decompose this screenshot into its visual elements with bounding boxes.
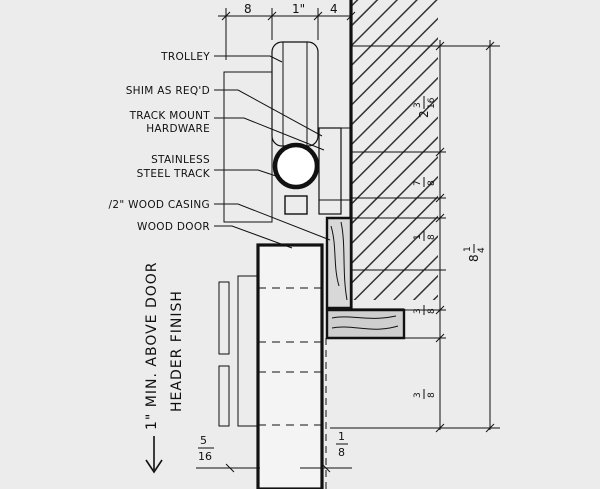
wood-casing xyxy=(325,216,406,340)
dim-4-den: 8 xyxy=(427,308,437,314)
dim-7-den: 16 xyxy=(198,450,212,463)
dim-3-num: 1 xyxy=(413,234,423,240)
stainless-steel-track xyxy=(272,142,320,190)
label-trolley: TROLLEY xyxy=(160,51,210,63)
dim-6-num: 1 xyxy=(463,246,473,252)
dim-top-mid: 1" xyxy=(292,2,305,16)
dim-8-num: 1 xyxy=(338,430,345,443)
label-door: WOOD DOOR xyxy=(137,221,210,233)
vertical-dimension-labels: 2 3 16 7 8 1 8 3 8 3 8 8 1 4 xyxy=(413,96,487,399)
label-track-mount-1: TRACK MOUNT xyxy=(129,110,211,122)
label-casing: /2" WOOD CASING xyxy=(109,199,211,211)
top-dimension-string: 8 1" 4 xyxy=(218,2,356,60)
dim-top-right: 4 xyxy=(330,2,338,16)
dim-6-den: 4 xyxy=(477,247,487,253)
dim-1-den: 16 xyxy=(427,97,437,109)
dim-2-den: 8 xyxy=(427,180,437,186)
wall xyxy=(349,0,438,312)
label-stainless-1: STAINLESS xyxy=(151,154,210,166)
wood-door xyxy=(218,243,327,489)
dim-5-den: 8 xyxy=(427,392,437,398)
component-labels: TROLLEY SHIM AS REQ'D TRACK MOUNT HARDWA… xyxy=(109,51,211,430)
label-above-door: 1" MIN. ABOVE DOOR xyxy=(144,261,160,430)
track-mount-hardware xyxy=(318,127,351,215)
dim-2-num: 7 xyxy=(413,180,423,186)
trolley xyxy=(223,41,319,223)
dim-1-num: 3 xyxy=(413,102,423,108)
dim-7-num: 5 xyxy=(200,434,207,447)
dim-1-whole: 2 xyxy=(417,110,431,118)
dim-4-num: 3 xyxy=(413,308,423,314)
bottom-dimension-labels: 5 16 1 8 xyxy=(196,430,352,473)
label-stainless-2: STEEL TRACK xyxy=(137,168,211,180)
dim-6-whole: 8 xyxy=(467,254,481,262)
label-header-finish: HEADER FINISH xyxy=(169,290,185,412)
dim-3-den: 8 xyxy=(427,234,437,240)
dim-top-left: 8 xyxy=(244,2,252,16)
dim-8-den: 8 xyxy=(338,446,345,459)
right-dimension-string xyxy=(330,40,500,433)
down-arrow-icon xyxy=(145,436,163,474)
label-track-mount-2: HARDWARE xyxy=(146,123,210,135)
leader-lines xyxy=(214,55,331,249)
dim-5-num: 3 xyxy=(413,392,423,398)
label-shim: SHIM AS REQ'D xyxy=(126,85,210,97)
